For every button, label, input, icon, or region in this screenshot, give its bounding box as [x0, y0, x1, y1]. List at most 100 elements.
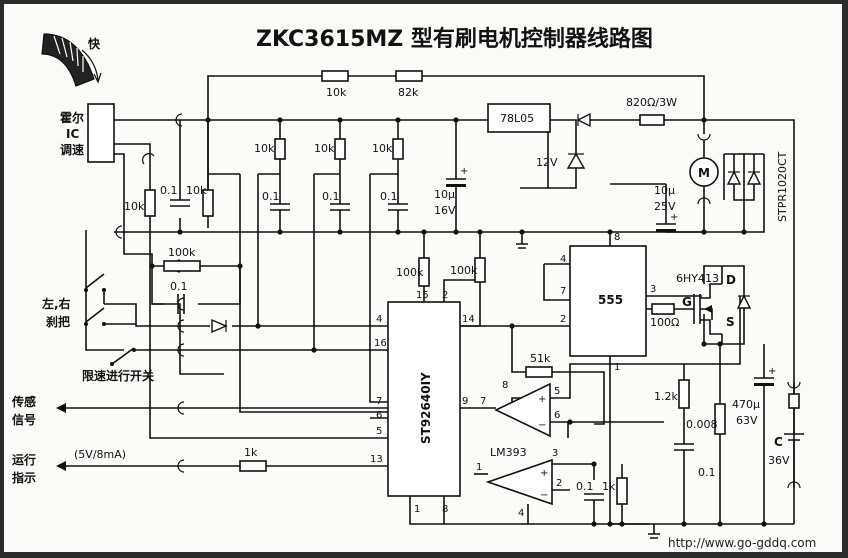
run-spec-label: (5V/8mA): [74, 448, 126, 461]
r-b-label: 10k: [314, 142, 335, 155]
st-pin-4: 4: [376, 314, 382, 325]
diode-pin4: [211, 318, 228, 334]
r-100k-c-label: 100k: [450, 264, 478, 277]
speed-limit-label: 限速进行开关: [82, 368, 154, 383]
c-elec1-voltage: 16V: [434, 204, 456, 217]
mosfet-label: 6HY413: [676, 272, 719, 285]
resistor-100k-c: 100k: [450, 257, 486, 283]
capacitor-01-a: 0.1: [262, 189, 290, 214]
capacitor-01-right: 0.1: [674, 443, 716, 479]
resistor-100k-a: 100k: [163, 246, 201, 272]
handlebar-label-line2: 刹把: [46, 314, 70, 329]
cmpA-pin-8: 8: [502, 380, 508, 391]
r-100k-a-label: 100k: [168, 246, 196, 259]
r-shunt-label: 0.008: [686, 418, 718, 431]
hall-label-line1: 霍尔: [60, 110, 84, 125]
resistor-10k-b: 10k: [314, 138, 346, 160]
cmpA-pin-6: 6: [554, 410, 560, 421]
r-hall2-label: 10k: [186, 184, 207, 197]
capacitor-01-c: 0.1: [380, 189, 408, 214]
resistor-top-82k: 82k: [395, 70, 423, 99]
c-a-label: 0.1: [262, 190, 280, 203]
resistor-1k-run: 1k: [239, 446, 267, 472]
motor: M: [689, 140, 719, 200]
timer-pin-1: 1: [614, 362, 620, 373]
comparator-a: + − 8 5 6 7: [480, 380, 560, 438]
st-pin-15: 15: [416, 290, 429, 301]
resistor-10k-c: 10k: [372, 138, 404, 160]
comparator-label: LM393: [490, 446, 527, 459]
timer-pin-8: 8: [614, 232, 620, 243]
regulator-78l05: 78L05: [487, 103, 551, 133]
resistor-820-3w: 820Ω/3W: [626, 96, 677, 126]
c-01-right-label: 0.1: [698, 466, 716, 479]
st-pin-6: 6: [376, 410, 382, 421]
battery-36v: C 36V: [768, 393, 804, 488]
mosfet-d-label: D: [726, 273, 736, 287]
c-elec1-value: 10μ: [434, 188, 455, 201]
c-hall-label: 0.1: [160, 184, 178, 197]
mosfet-6hy413: 6HY413 D S: [676, 266, 736, 344]
regulator-label: 78L05: [500, 112, 534, 125]
mosfet-g-label: G: [682, 295, 692, 309]
motor-label: M: [698, 166, 710, 180]
diode-pack-label: STPR1020CT: [776, 151, 789, 222]
c-elec2-value: 10μ: [654, 184, 675, 197]
resistor-100-gate: 100Ω G: [646, 295, 694, 329]
resistor-51k: 51k: [525, 352, 553, 378]
timer-pin-2: 2: [560, 314, 566, 325]
st-pin-2: 2: [442, 290, 448, 301]
st-pin-9: 9: [462, 396, 468, 407]
capacitor-hall-01: 0.1: [160, 184, 190, 207]
r-100k-b-label: 100k: [396, 266, 424, 279]
watermark-text: http://www.go-gddq.com: [668, 536, 816, 550]
sensor-label-line2: 信号: [12, 412, 36, 427]
zener-12v: 12V: [536, 152, 586, 189]
hall-ic-block: 霍尔 IC 调速: [60, 103, 115, 163]
c-01-bottom-label: 0.1: [576, 480, 594, 493]
c-470-voltage: 63V: [736, 414, 758, 427]
svg-text:+: +: [460, 166, 468, 177]
mosfet-s-label: S: [726, 315, 735, 329]
r-top2-label: 82k: [398, 86, 419, 99]
c-c-label: 0.1: [380, 190, 398, 203]
zener-label: 12V: [536, 156, 558, 169]
handlebar-label-line1: 左,右: [41, 296, 71, 311]
handlebar-switches: 左,右 刹把: [41, 273, 136, 329]
st-pin-16: 16: [374, 338, 387, 349]
cmpA-pin-5: 5: [554, 386, 560, 397]
c-470-value: 470μ: [732, 398, 760, 411]
resistor-10k-a: 10k: [254, 138, 286, 160]
svg-text:−: −: [538, 420, 546, 431]
battery-c-label: C: [774, 435, 783, 449]
r-12k-label: 1.2k: [654, 390, 678, 403]
flyback-diode: [736, 294, 752, 309]
run-label-line2: 指示: [12, 470, 36, 485]
cmpB-pin-3: 3: [552, 448, 558, 459]
comparator-b: + − 1 3 2 4 LM393: [476, 446, 562, 519]
timer-pin-7: 7: [560, 286, 566, 297]
r-top1-label: 10k: [326, 86, 347, 99]
schematic-diagram: ZKC3615MZ 型有刷电机控制器线路图 快 霍尔 IC 调速: [11, 26, 840, 550]
st-pin-8: 8: [442, 504, 448, 515]
capacitor-10u-16v: + 10μ 16V: [434, 166, 468, 217]
svg-text:+: +: [768, 366, 776, 377]
st-pin-13: 13: [370, 454, 383, 465]
resistor-hall2-10k: 10k: [186, 184, 214, 217]
r-hall-label: 10k: [124, 200, 145, 213]
speed-limit-switch: 限速进行开关: [82, 347, 154, 383]
st-pin-7: 7: [376, 396, 382, 407]
resistor-top-10k: 10k: [321, 70, 349, 99]
capacitor-470u: + 470μ 63V: [732, 366, 776, 427]
c-01-lower-label: 0.1: [170, 280, 188, 293]
r-c-label: 10k: [372, 142, 393, 155]
sensor-label-line1: 传感: [11, 394, 36, 409]
capacitor-01-bottom: 0.1: [576, 480, 604, 501]
capacitor-01-lower: 0.1: [170, 280, 188, 314]
cmpB-pin-2: 2: [556, 478, 562, 489]
c-elec2-voltage: 25V: [654, 200, 676, 213]
schematic-paper: ZKC3615MZ 型有刷电机控制器线路图 快 霍尔 IC 调速: [4, 4, 842, 552]
capacitor-10u-25v: + 10μ 25V: [654, 184, 678, 232]
ic-555: 555 8 4 7 3 2 1: [560, 232, 656, 373]
